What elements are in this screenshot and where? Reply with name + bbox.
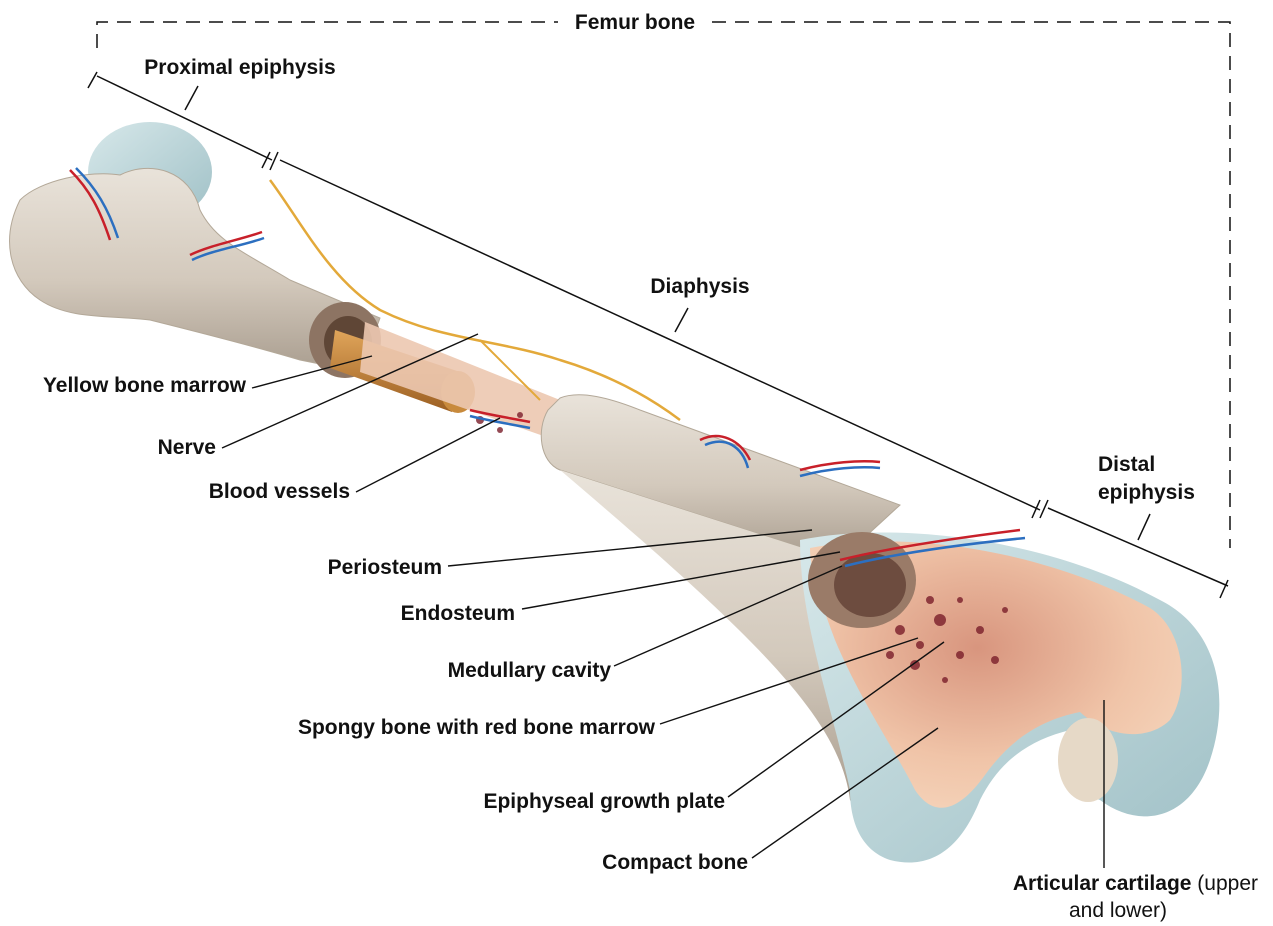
label-compact-bone: Compact bone	[602, 851, 748, 874]
label-epiphyseal-growth-plate: Epiphyseal growth plate	[483, 790, 725, 813]
label-distal-line2: epiphysis	[1098, 481, 1195, 504]
bone-illustration	[10, 122, 1220, 863]
exposed-cavity	[360, 322, 560, 440]
label-articular-cartilage: Articular cartilage (upper	[1013, 872, 1258, 895]
label-medullary-cavity: Medullary cavity	[448, 659, 612, 682]
label-nerve: Nerve	[158, 436, 216, 459]
label-proximal-epiphysis: Proximal epiphysis	[144, 56, 335, 79]
label-articular-cartilage-rest2: and lower)	[1069, 899, 1167, 922]
label-distal-line1: Distal	[1098, 453, 1155, 476]
label-periosteum: Periosteum	[328, 556, 442, 579]
label-articular-cartilage-rest1: (upper	[1191, 872, 1258, 895]
label-articular-cartilage-bold: Articular cartilage	[1013, 872, 1192, 895]
label-diaphysis: Diaphysis	[650, 275, 749, 298]
label-yellow-bone-marrow: Yellow bone marrow	[43, 374, 247, 397]
title-femur-bone: Femur bone	[575, 11, 695, 34]
label-blood-vessels: Blood vessels	[209, 480, 350, 503]
label-endosteum: Endosteum	[401, 602, 515, 625]
label-spongy-bone: Spongy bone with red bone marrow	[298, 716, 656, 739]
